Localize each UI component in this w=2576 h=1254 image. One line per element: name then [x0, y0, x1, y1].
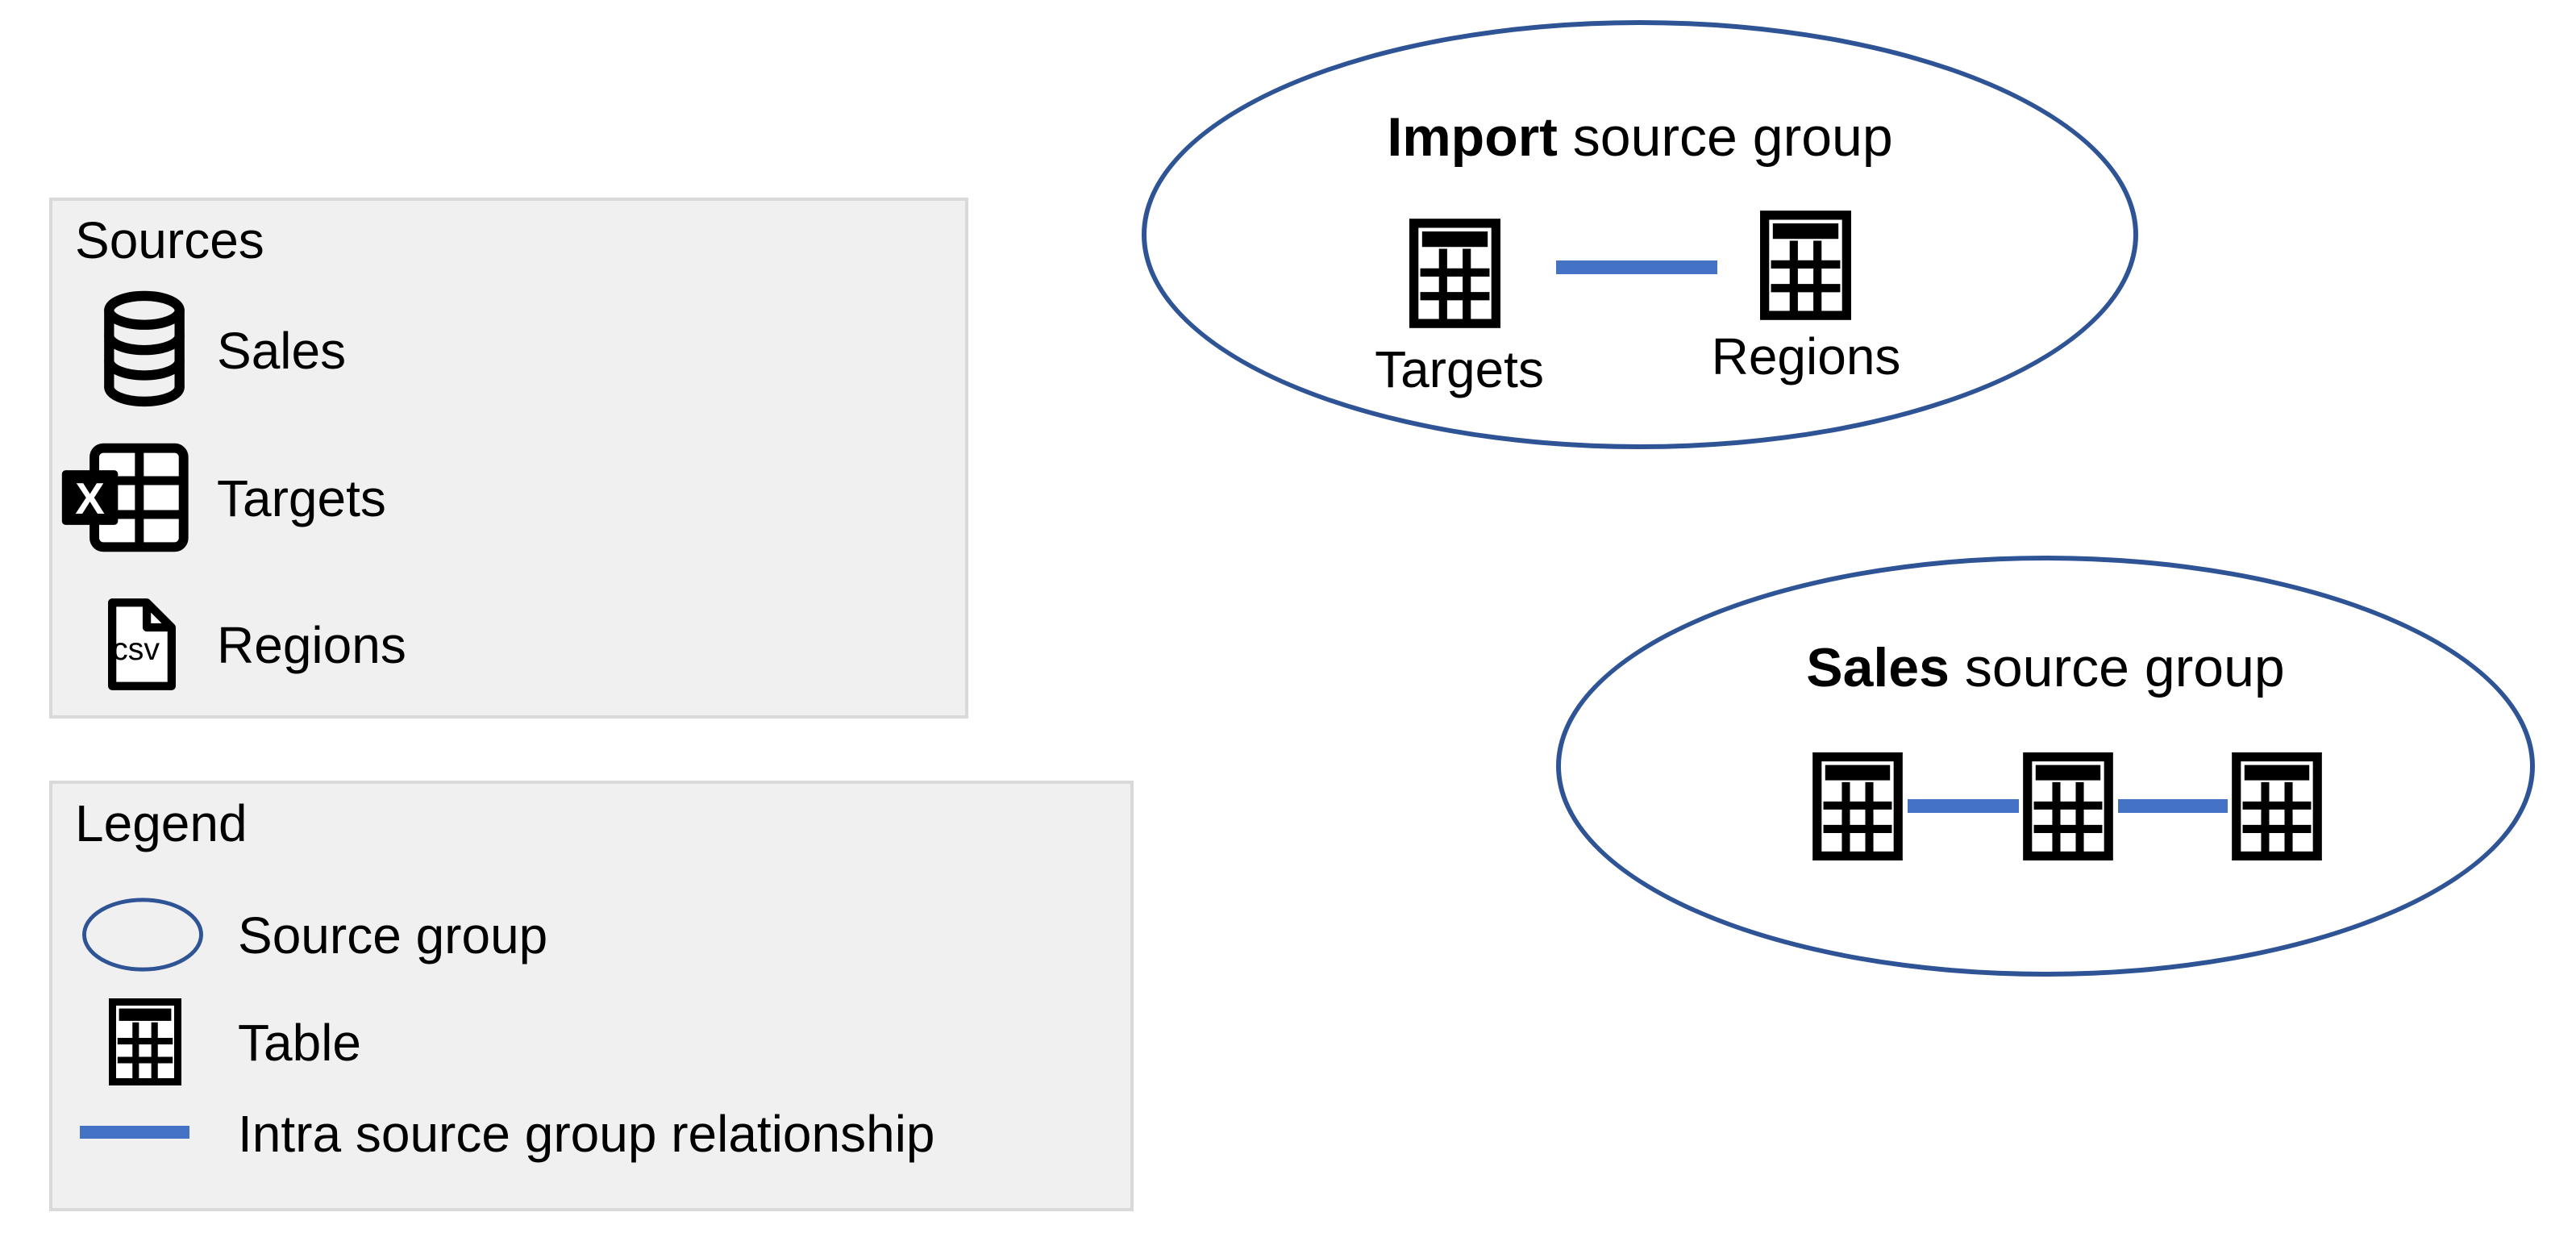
group-title-bold: Sales [1806, 637, 1950, 698]
legend-label-table: Table [238, 1013, 361, 1072]
source-group-ellipse-icon [79, 895, 206, 974]
group-title-bold: Import [1387, 106, 1558, 168]
table-label-regions: Regions [1711, 327, 1901, 385]
database-icon [99, 290, 189, 409]
excel-icon: X [60, 441, 189, 554]
table-icon [106, 998, 185, 1085]
source-label-sales: Sales [217, 321, 347, 380]
table-icon [1812, 752, 1903, 860]
sources-panel-title: Sources [75, 211, 264, 269]
group-title-rest: source group [1557, 106, 1893, 168]
table-icon [2023, 752, 2113, 860]
legend-panel-title: Legend [75, 794, 248, 852]
table-icon [2232, 752, 2322, 860]
source-label-targets: Targets [217, 469, 386, 527]
legend-panel: Legend Source group Table Intra source g… [49, 781, 1134, 1211]
sources-panel: Sources Sales X Targets csv [49, 198, 968, 719]
svg-text:csv: csv [112, 632, 160, 667]
source-label-regions: Regions [217, 615, 406, 674]
legend-label-source-group: Source group [238, 906, 548, 964]
group-title-rest: source group [1949, 637, 2285, 698]
svg-text:X: X [75, 473, 105, 523]
sales-group-title: Sales source group [1561, 638, 2530, 698]
table-label-targets: Targets [1375, 340, 1544, 398]
import-group-title: Import source group [1147, 107, 2133, 168]
sales-source-group-ellipse: Sales source group [1556, 556, 2535, 977]
legend-label-intra-relationship: Intra source group relationship [238, 1104, 935, 1163]
intra-source-group-relationship-line [2118, 799, 2228, 813]
intra-source-group-relationship-line [1556, 260, 1717, 274]
relationship-line-icon [80, 1126, 189, 1139]
table-icon [1409, 219, 1500, 328]
table-icon [1760, 210, 1851, 320]
import-source-group-ellipse: Import source group Targets Regions [1142, 20, 2138, 449]
intra-source-group-relationship-line [1908, 799, 2019, 813]
csv-file-icon: csv [102, 596, 181, 693]
